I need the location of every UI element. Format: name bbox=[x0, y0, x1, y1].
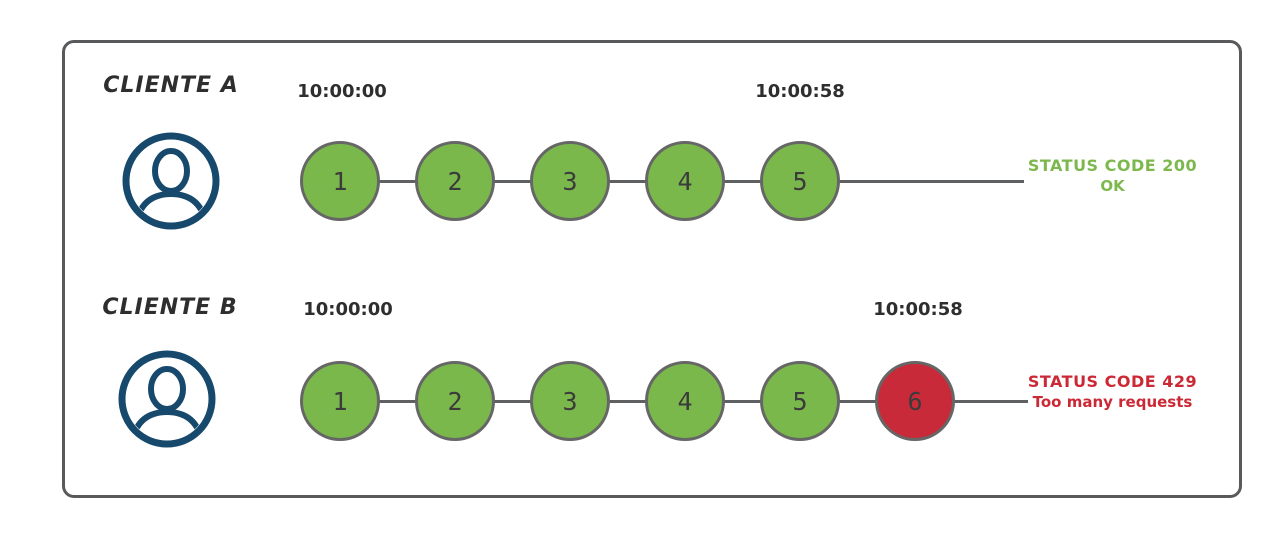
request-circle-1: 1 bbox=[300, 141, 380, 221]
status-code-line: STATUS CODE 200 bbox=[1027, 156, 1198, 175]
client-b-label: CLIENTE B bbox=[102, 295, 238, 320]
request-circle-6: 6 bbox=[875, 361, 955, 441]
start-timestamp: 10:00:00 bbox=[297, 81, 387, 102]
request-circle-4: 4 bbox=[645, 361, 725, 441]
request-circle-5: 5 bbox=[760, 141, 840, 221]
request-circle-3: 3 bbox=[530, 141, 610, 221]
user-avatar-icon bbox=[118, 350, 216, 448]
request-circle-4: 4 bbox=[645, 141, 725, 221]
request-circle-5: 5 bbox=[760, 361, 840, 441]
status-code-line: STATUS CODE 429 bbox=[1027, 372, 1198, 391]
request-circle-1: 1 bbox=[300, 361, 380, 441]
request-circle-2: 2 bbox=[415, 361, 495, 441]
end-timestamp: 10:00:58 bbox=[755, 81, 845, 102]
start-timestamp: 10:00:00 bbox=[303, 299, 393, 320]
request-circle-2: 2 bbox=[415, 141, 495, 221]
request-circle-3: 3 bbox=[530, 361, 610, 441]
status-code-text: STATUS CODE 429 Too many requests bbox=[1020, 372, 1205, 412]
user-avatar-icon bbox=[122, 132, 220, 230]
status-message-line: Too many requests bbox=[1032, 392, 1193, 411]
end-timestamp: 10:00:58 bbox=[873, 299, 963, 320]
status-code-text: STATUS CODE 200 OK bbox=[1020, 156, 1205, 196]
client-a-label: CLIENTE A bbox=[103, 73, 239, 98]
status-message-line: OK bbox=[1100, 176, 1125, 195]
